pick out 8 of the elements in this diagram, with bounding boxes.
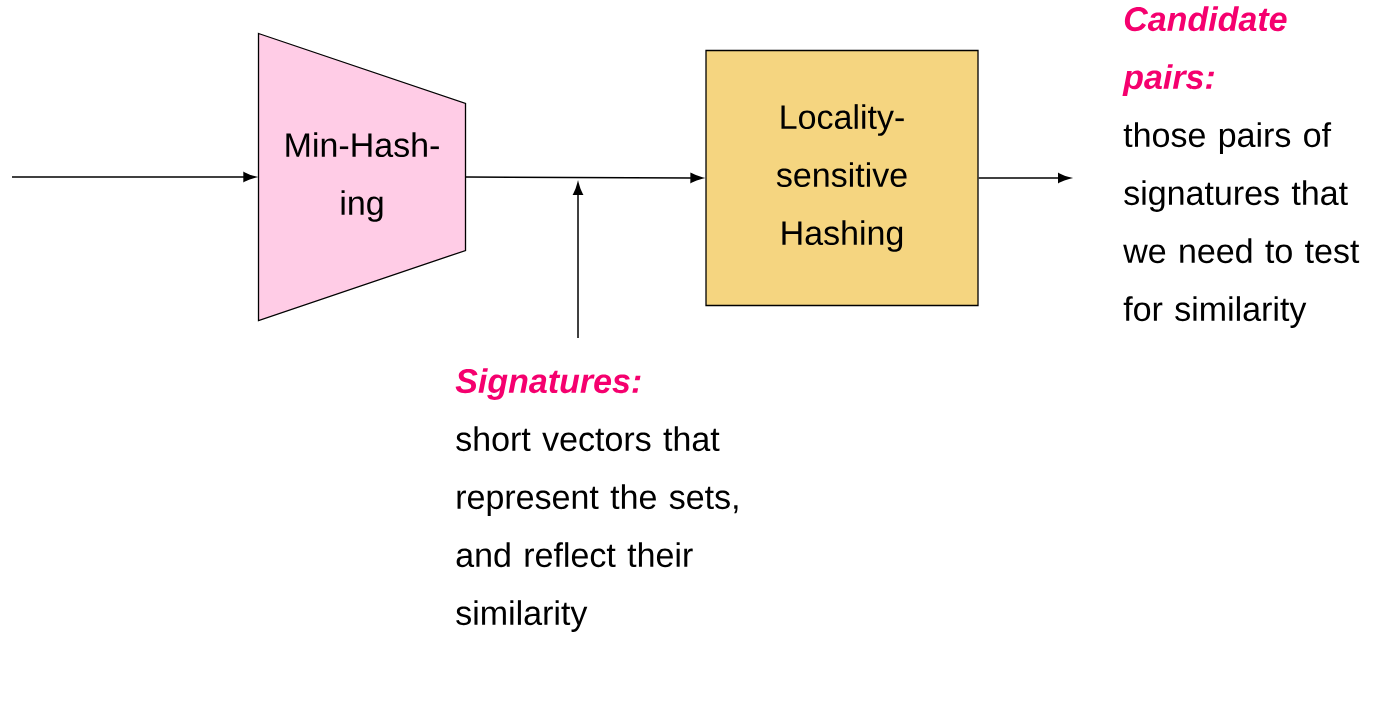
annotation-text: Candidate pairs: those pairs of signatures that we need to test for similarity xyxy=(1122,6,1360,328)
arrow xyxy=(977,173,1071,183)
trapezoid-block: Min-Hash- ing xyxy=(257,32,467,322)
arrow xyxy=(11,172,256,182)
process-box: Locality- sensitive Hashing xyxy=(705,49,979,307)
arrow xyxy=(464,173,703,183)
annotation-text: Signatures: short vectors that represent the sets, and reflect their similarity xyxy=(455,368,738,632)
arrow xyxy=(573,182,583,339)
